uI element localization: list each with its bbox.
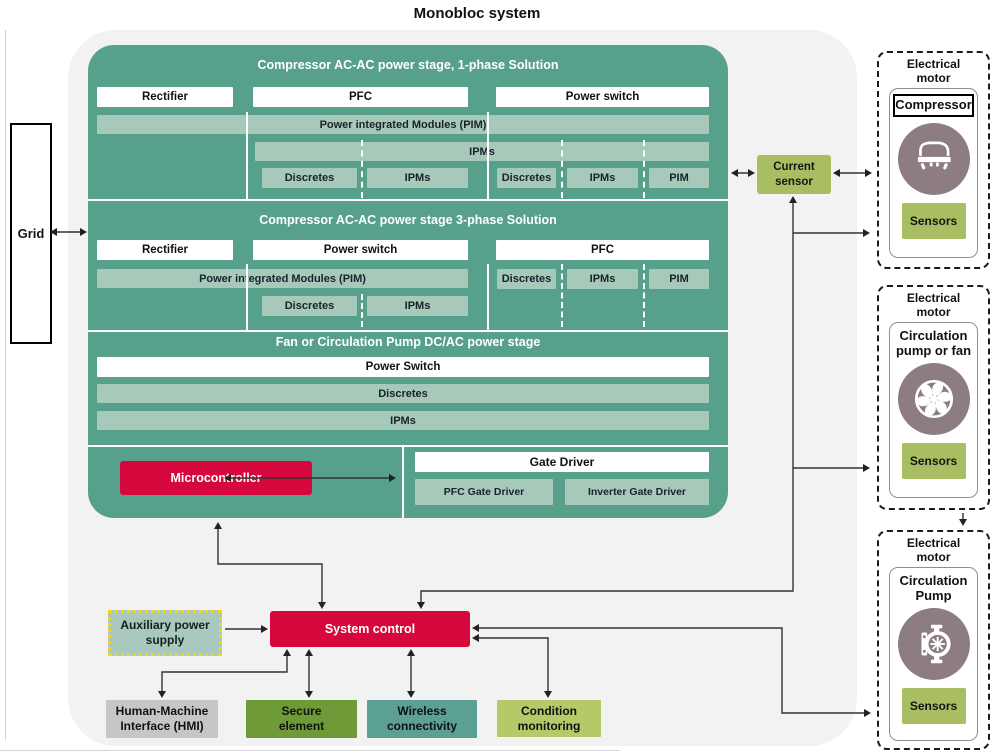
system-control-box: System control: [270, 611, 470, 647]
hmi-box: Human-Machine Interface (HMI): [106, 700, 218, 738]
three-phase-pfc-box: PFC: [496, 240, 709, 260]
fan-title: Circulation pump or fan: [895, 327, 972, 358]
divider-dashed: [643, 264, 645, 327]
fan-card: Circulation pump or fan Sensors: [889, 321, 978, 498]
three-phase-ipms-box: IPMs: [367, 296, 468, 316]
three-phase-ipms-box-2: IPMs: [567, 269, 638, 289]
three-phase-power-switch-box: Power switch: [253, 240, 468, 260]
pfc-gate-driver-box: PFC Gate Driver: [415, 479, 553, 505]
three-phase-pim-box: PIM: [649, 269, 709, 289]
grid-box: Grid: [10, 123, 52, 344]
condition-monitoring-label: Condition monitoring: [517, 703, 581, 733]
pump-card: Circulation Pump: [889, 566, 978, 741]
divider-dashed: [361, 294, 363, 327]
one-phase-ipms-band: IPMs: [255, 142, 709, 161]
wireless-connectivity-label: Wireless connectivity: [386, 704, 458, 733]
electrical-motor-compressor: Electrical motor Compressor Sensors: [877, 51, 990, 269]
divider: [487, 264, 489, 330]
three-phase-discretes-box: Discretes: [262, 296, 357, 316]
page-title: Monobloc system: [413, 5, 541, 22]
page-left-edge: [5, 30, 6, 740]
one-phase-ipms-box: IPMs: [367, 168, 468, 188]
three-phase-rectifier-box: Rectifier: [97, 240, 233, 260]
fan-ipms-band: IPMs: [97, 411, 709, 430]
wireless-connectivity-box: Wireless connectivity: [367, 700, 477, 738]
divider: [246, 112, 248, 199]
divider: [246, 264, 248, 330]
page-bottom-edge: [0, 750, 620, 751]
auxiliary-power-supply-box: Auxiliary power supply: [108, 610, 222, 656]
one-phase-power-switch-box: Power switch: [496, 87, 709, 107]
secure-element-box: Secure element: [246, 700, 357, 738]
section-divider: [88, 445, 728, 447]
divider-dashed: [561, 264, 563, 327]
sensors-box: Sensors: [901, 687, 966, 724]
divider: [487, 112, 489, 199]
sensors-box: Sensors: [901, 202, 966, 239]
one-phase-discretes-box-2: Discretes: [497, 168, 556, 188]
fan-icon: [897, 362, 970, 435]
gate-driver-box: Gate Driver: [415, 452, 709, 472]
microcontroller-box: Microcontroller: [120, 461, 312, 495]
current-sensor-label: Current sensor: [773, 161, 815, 188]
one-phase-header: Compressor AC-AC power stage, 1-phase So…: [257, 58, 559, 72]
divider-dashed: [561, 140, 563, 198]
divider: [402, 447, 404, 518]
current-sensor-box: Current sensor: [757, 155, 831, 194]
fan-power-switch-box: Power Switch: [97, 357, 709, 377]
pump-icon: [897, 607, 970, 680]
three-phase-discretes-box-2: Discretes: [497, 269, 556, 289]
one-phase-ipms-box-2: IPMs: [567, 168, 638, 188]
one-phase-pim-band: Power integrated Modules (PIM): [97, 115, 709, 134]
three-phase-header: Compressor AC-AC power stage 3-phase Sol…: [259, 213, 557, 227]
one-phase-rectifier-box: Rectifier: [97, 87, 233, 107]
divider-dashed: [643, 140, 645, 198]
section-divider: [88, 199, 728, 201]
compressor-icon: [897, 122, 970, 195]
electrical-motor-label: Electrical motor: [906, 536, 961, 565]
fan-discretes-band: Discretes: [97, 384, 709, 403]
fan-stage-header: Fan or Circulation Pump DC/AC power stag…: [275, 335, 541, 349]
electrical-motor-pump: Electrical motor Circulation Pump: [877, 530, 990, 750]
one-phase-pim-box: PIM: [649, 168, 709, 188]
pump-title: Circulation Pump: [899, 572, 968, 603]
electrical-motor-label: Electrical motor: [906, 57, 961, 86]
condition-monitoring-box: Condition monitoring: [497, 700, 601, 737]
section-divider: [88, 330, 728, 332]
inverter-gate-driver-box: Inverter Gate Driver: [565, 479, 709, 505]
electrical-motor-label: Electrical motor: [906, 291, 961, 320]
aux-label: Auxiliary power supply: [120, 618, 210, 647]
grid-label: Grid: [17, 226, 45, 241]
power-stage-block: Compressor AC-AC power stage, 1-phase So…: [88, 45, 728, 518]
sensors-box: Sensors: [901, 442, 966, 479]
hmi-label: Human-Machine Interface (HMI): [115, 704, 209, 733]
one-phase-discretes-box: Discretes: [262, 168, 357, 188]
electrical-motor-fan: Electrical motor Circulation pump or fan: [877, 285, 990, 510]
three-phase-pim-band: Power integrated Modules (PIM): [97, 269, 468, 288]
compressor-card: Compressor Sensors: [889, 87, 978, 258]
one-phase-pfc-box: PFC: [253, 87, 468, 107]
compressor-title: Compressor: [893, 93, 974, 117]
divider-dashed: [361, 140, 363, 198]
secure-element-label: Secure element: [278, 704, 325, 733]
